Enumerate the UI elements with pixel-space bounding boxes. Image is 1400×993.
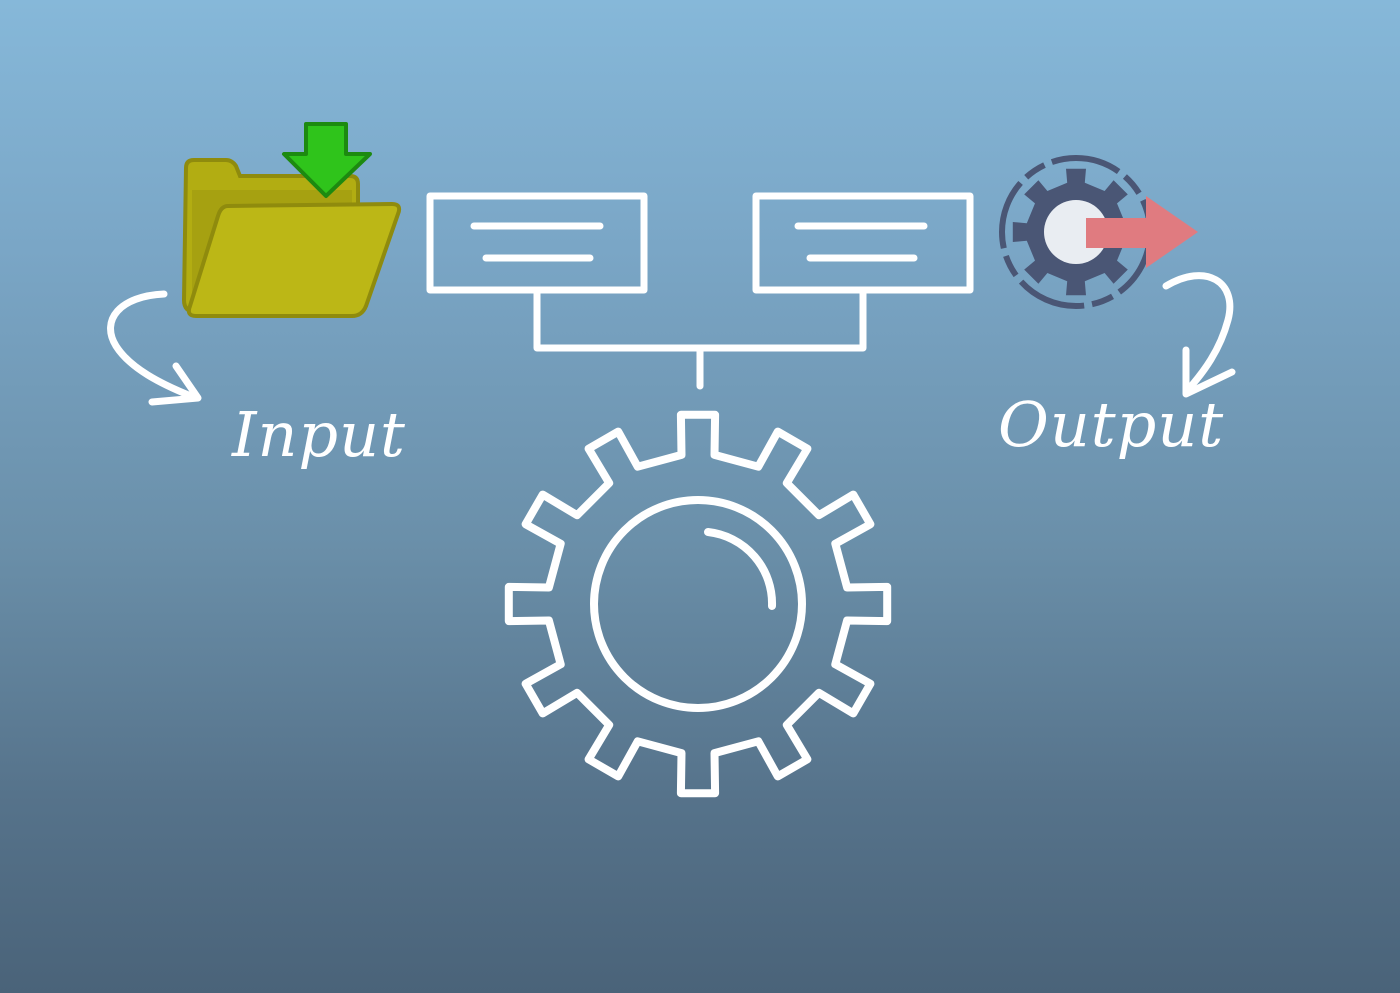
output-curved-arrow	[1162, 272, 1236, 398]
output-label: Output	[998, 388, 1224, 461]
text-box-left	[426, 192, 648, 294]
connector-lines	[533, 286, 867, 390]
input-curved-arrow	[107, 290, 202, 406]
gear-arrow-output-icon	[999, 155, 1198, 309]
folder-download-icon	[181, 122, 402, 318]
gear-icon	[504, 410, 892, 798]
text-box-right	[752, 192, 974, 294]
input-label: Input	[231, 398, 406, 471]
